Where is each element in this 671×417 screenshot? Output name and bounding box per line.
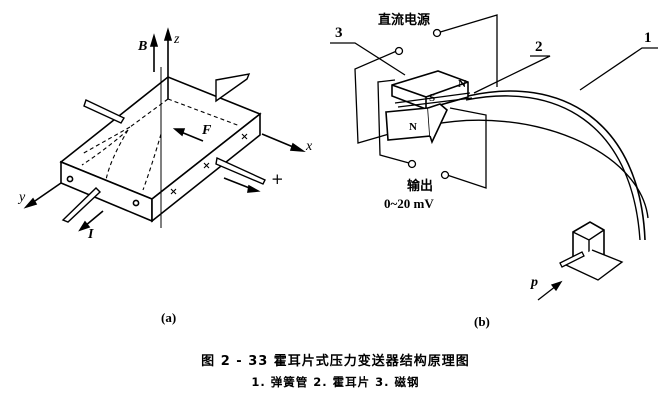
figure-caption-legend: 1. 弹簧管 2. 霍耳片 3. 磁钢 — [251, 375, 420, 389]
callout-2-leader — [473, 55, 551, 94]
cross-marks — [170, 133, 248, 195]
force-label: F — [202, 123, 212, 138]
output-terminal-1 — [407, 159, 417, 169]
x-axis-label: x — [306, 139, 313, 154]
figure-b-transmitter — [330, 14, 658, 301]
hall-plate — [394, 92, 473, 108]
output-terminal-2 — [440, 170, 450, 180]
pressure-inlet-pipe — [559, 251, 585, 268]
figure-caption-title: 图 2 - 33 霍耳片式压力变送器结构原理图 — [201, 354, 470, 369]
plate-right-face — [151, 112, 261, 223]
z-axis-arrow-icon — [163, 27, 173, 41]
electrode-right — [215, 156, 266, 185]
electrodes — [61, 73, 266, 223]
dashed-field-lines — [81, 98, 241, 191]
pressure-arrow — [537, 285, 557, 301]
current-label: I — [88, 227, 94, 242]
electrode-front — [61, 187, 102, 223]
output-arrow-head-icon — [247, 184, 261, 193]
dc-power-label: 直流电源 — [378, 13, 431, 28]
power-terminal-1 — [432, 28, 442, 38]
pole-north-bottom-label: N — [409, 121, 417, 133]
output-range-label: 0~20 mV — [384, 196, 434, 211]
y-axis — [31, 182, 62, 204]
pole-north-top-label: N — [458, 78, 466, 90]
b-field-label: B — [138, 39, 148, 54]
y-axis-label: y — [19, 190, 26, 205]
current-arrow — [84, 210, 104, 227]
power-terminal-2 — [394, 46, 404, 56]
pressure-arrow-head-icon — [550, 280, 563, 292]
output-wire-left — [377, 79, 410, 164]
upper-magnet — [391, 70, 469, 110]
power-wire-left — [354, 49, 404, 144]
force-arrow — [180, 131, 204, 142]
figure-a-hall-plate — [23, 27, 306, 232]
callout-1-leader — [579, 47, 658, 91]
power-wire-right — [436, 14, 498, 87]
x-axis-arrow-icon — [289, 142, 306, 153]
hole-left — [66, 175, 74, 183]
spring-tube-lower — [429, 119, 649, 219]
callout-1: 1 — [644, 30, 652, 46]
spring-tube-inner — [465, 95, 641, 241]
callout-3-leader — [330, 42, 406, 76]
hole-front — [132, 199, 140, 207]
figure-b-sublabel: (b) — [474, 314, 490, 329]
pole-south-label: S — [429, 92, 436, 104]
plus-sign: + — [271, 170, 284, 188]
figure-a-sublabel: (a) — [161, 310, 177, 325]
output-current-arrow — [223, 177, 253, 190]
lower-magnet — [385, 107, 431, 141]
b-arrow-head-icon — [149, 33, 159, 47]
electrode-top-right — [215, 73, 251, 103]
callout-3: 3 — [335, 25, 343, 41]
pressure-label: p — [531, 275, 538, 290]
output-label: 输出 — [407, 179, 434, 194]
force-arrow-head-icon — [172, 128, 186, 137]
electrode-top-left — [83, 99, 125, 124]
current-arrow-head-icon — [78, 220, 91, 232]
z-axis-label: z — [174, 32, 180, 47]
y-axis-arrow-icon — [23, 197, 38, 209]
callout-2: 2 — [535, 39, 543, 55]
output-wire-right — [446, 107, 487, 189]
spring-tube-outer — [467, 90, 646, 241]
